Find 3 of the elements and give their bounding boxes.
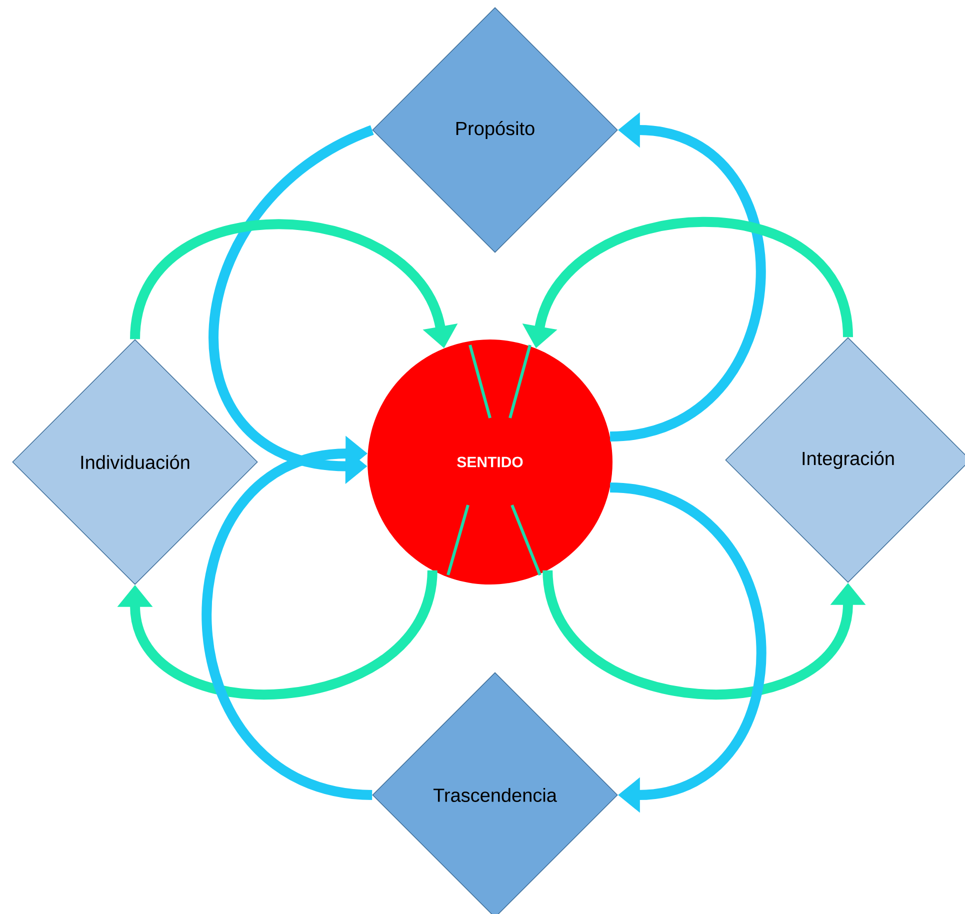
curved-arrow	[609, 482, 766, 813]
curved-arrow	[117, 570, 438, 699]
curved-arrow	[202, 436, 373, 800]
